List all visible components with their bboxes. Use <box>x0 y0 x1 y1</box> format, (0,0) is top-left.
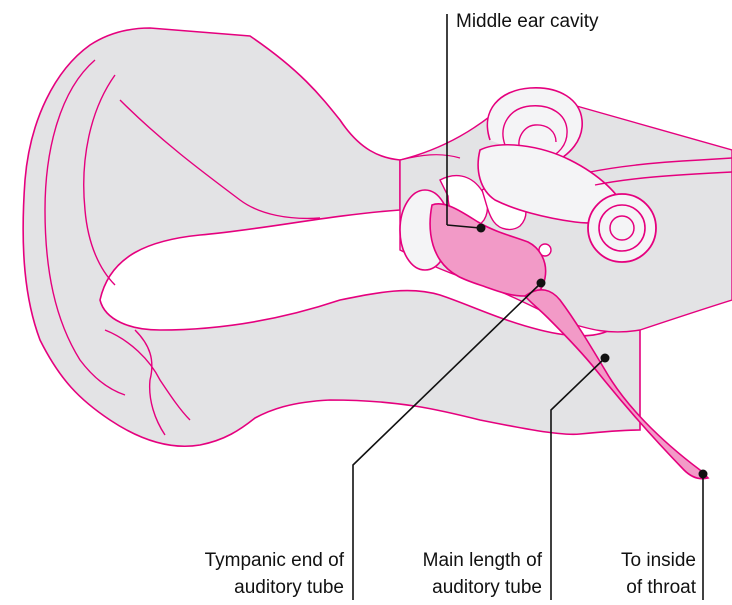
label-tympanic-end-line2: auditory tube <box>234 577 344 598</box>
label-tympanic-end-line1: Tympanic end of <box>205 550 345 571</box>
label-throat-line2: of throat <box>626 577 696 598</box>
tympanic-end-dot <box>537 279 546 288</box>
label-main-length-line1: Main length of <box>423 550 543 571</box>
label-middle-ear-cavity: Middle ear cavity <box>456 11 599 32</box>
label-main-length-line2: auditory tube <box>432 577 542 598</box>
main-length-dot <box>601 354 610 363</box>
label-throat-line1: To inside <box>621 550 696 571</box>
middle-ear-cavity-dot <box>477 224 486 233</box>
throat-dot <box>699 470 708 479</box>
